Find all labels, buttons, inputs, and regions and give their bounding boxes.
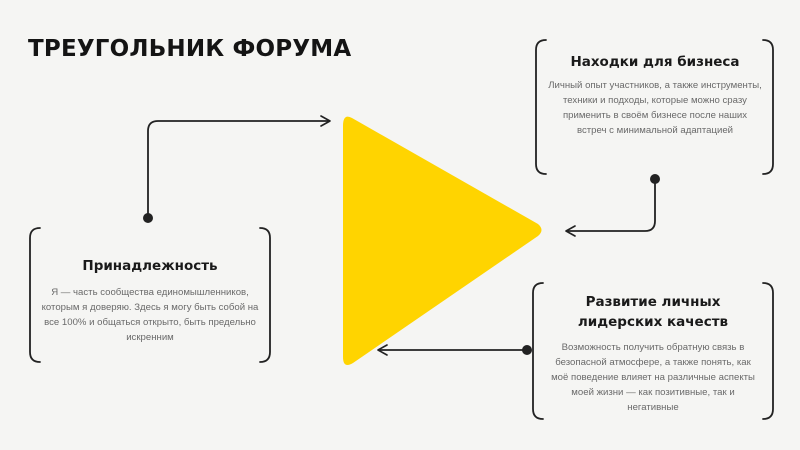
connector-business-to-leadership [565,174,660,237]
business-box-frame [535,39,774,175]
connector-belonging-to-business [143,115,331,223]
leadership-box-frame [532,282,774,420]
belonging-description: Я — часть сообщества единомышленников, к… [41,287,259,343]
belonging-box: Принадлежность Я — часть сообщества един… [38,256,262,345]
business-heading: Находки для бизнеса [570,54,740,70]
leadership-heading: Развитие личных лидерских качеств [577,294,729,330]
business-box: Находки для бизнеса Личный опыт участник… [548,52,762,138]
forum-triangle [343,116,542,365]
slide-title: ТРЕУГОЛЬНИК ФОРУМА [28,36,352,62]
leadership-box: Развитие личных лидерских качеств Возмож… [546,292,760,415]
connector-leadership-to-belonging [377,344,532,356]
leadership-description: Возможность получить обратную связь в бе… [551,342,755,413]
business-description: Личный опыт участников, а также инструме… [548,80,762,136]
belonging-heading: Принадлежность [82,258,218,274]
belonging-box-frame [29,227,271,363]
